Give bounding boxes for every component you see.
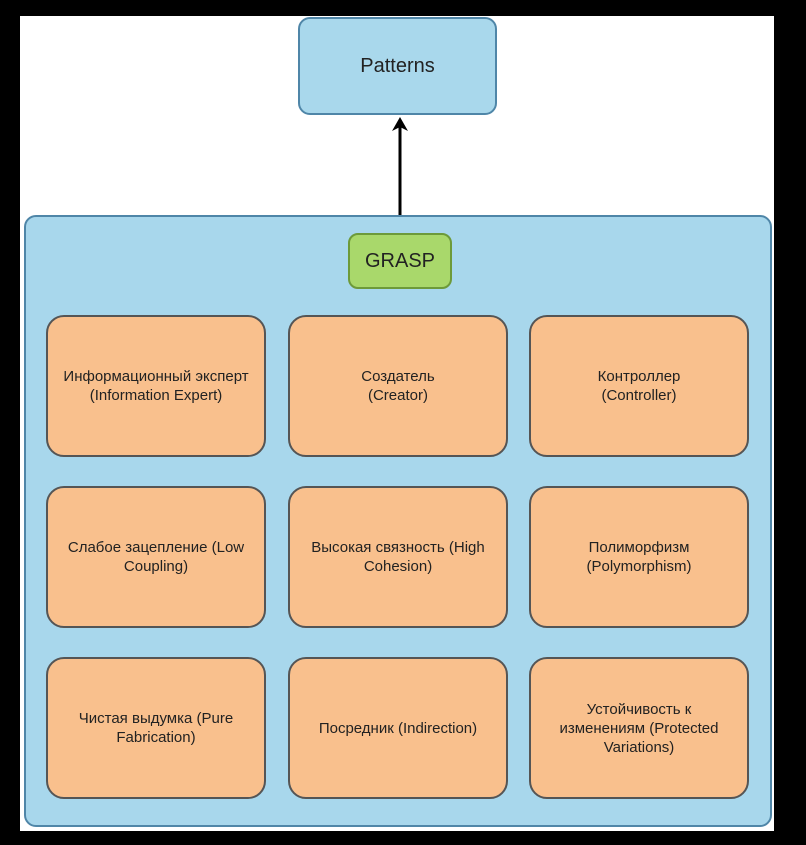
card-controller: Контроллер (Controller): [529, 315, 749, 457]
card-pure-fabrication: Чистая выдумка (Pure Fabrication): [46, 657, 266, 799]
card-protected-variations: Устойчивость к изменениям (Protected Var…: [529, 657, 749, 799]
patterns-node: Patterns: [298, 17, 497, 115]
card-line: Variations): [603, 738, 675, 756]
card-line: (Controller): [601, 387, 677, 404]
grasp-group: GRASP Информационный эксперт (Informatio…: [24, 215, 772, 827]
card-line: Fabrication): [116, 729, 196, 746]
card-line: Cohesion): [363, 558, 433, 575]
card-line: (Information Expert): [89, 387, 223, 404]
card-line: Контроллер: [597, 368, 681, 385]
card-indirection: Посредник (Indirection): [288, 657, 508, 799]
card-line: Высокая связность (High: [311, 539, 485, 556]
card-line: Полиморфизм: [588, 539, 690, 556]
card-polymorphism: Полиморфизм (Polymorphism): [529, 486, 749, 628]
patterns-node-label: Patterns: [360, 54, 435, 77]
arrow-grasp-to-patterns: [392, 117, 408, 215]
card-line: Слабое зацепление (Low: [67, 539, 245, 556]
card-line: изменениям (Protected: [559, 719, 719, 737]
card-line: Посредник (Indirection): [318, 719, 478, 737]
card-low-coupling: Слабое зацепление (Low Coupling): [46, 486, 266, 628]
grasp-label: GRASP: [348, 233, 452, 289]
card-line: Информационный эксперт: [63, 368, 249, 385]
card-line: (Polymorphism): [586, 558, 692, 575]
grasp-label-text: GRASP: [364, 249, 436, 272]
card-line: (Creator): [367, 387, 428, 404]
card-information-expert: Информационный эксперт (Information Expe…: [46, 315, 266, 457]
card-line: Coupling): [123, 558, 189, 575]
card-high-cohesion: Высокая связность (High Cohesion): [288, 486, 508, 628]
card-line: Устойчивость к: [586, 700, 692, 718]
diagram-canvas: Patterns GRASP Информационный эксперт (I…: [20, 16, 774, 831]
card-creator: Создатель (Creator): [288, 315, 508, 457]
card-line: Чистая выдумка (Pure: [78, 710, 234, 727]
card-line: Создатель: [361, 368, 435, 385]
